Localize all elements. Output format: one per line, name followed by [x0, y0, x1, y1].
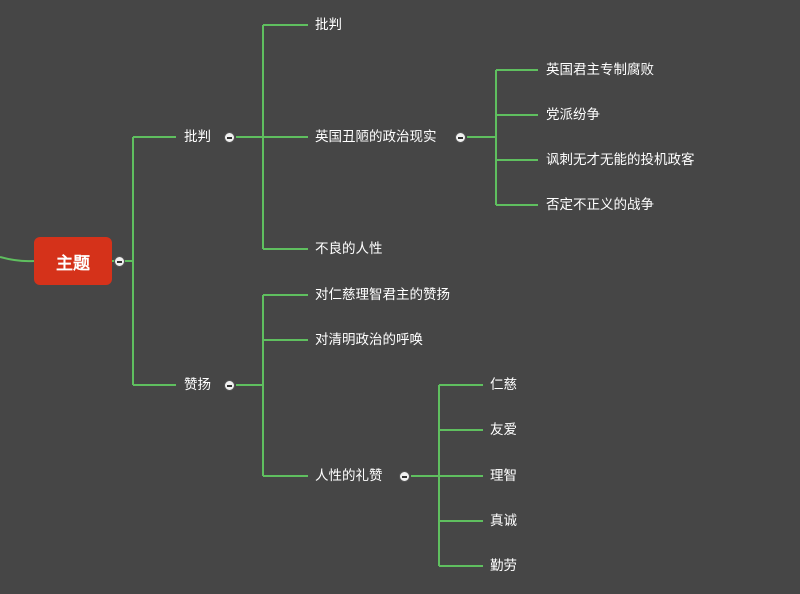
collapse-praise-icon[interactable] — [224, 380, 235, 391]
collapse-humanity-icon[interactable] — [399, 471, 410, 482]
node-critique-sub[interactable]: 批判 — [315, 17, 342, 33]
collapse-critique-icon[interactable] — [224, 132, 235, 143]
leaf-party-strife[interactable]: 党派纷争 — [546, 107, 600, 123]
collapse-ugly-politics-icon[interactable] — [455, 132, 466, 143]
branch-critique[interactable]: 批判 — [184, 129, 211, 145]
leaf-benevolence[interactable]: 仁慈 — [490, 377, 517, 393]
leaf-friendship[interactable]: 友爱 — [490, 422, 517, 438]
leaf-unjust-war[interactable]: 否定不正义的战争 — [546, 197, 654, 213]
collapse-root-icon[interactable] — [114, 256, 125, 267]
leaf-satire-politicians[interactable]: 讽刺无才无能的投机政客 — [546, 152, 695, 168]
leaf-sincerity[interactable]: 真诚 — [490, 513, 517, 529]
node-clean-politics[interactable]: 对清明政治的呼唤 — [315, 332, 423, 348]
node-bad-human-nature[interactable]: 不良的人性 — [315, 241, 383, 257]
branch-praise[interactable]: 赞扬 — [184, 377, 211, 393]
leaf-reason[interactable]: 理智 — [490, 468, 517, 484]
root-topic[interactable]: 主题 — [34, 237, 112, 285]
node-benevolent-monarch[interactable]: 对仁慈理智君主的赞扬 — [315, 287, 450, 303]
leaf-monarchy-corruption[interactable]: 英国君主专制腐败 — [546, 62, 654, 78]
node-humanity-praise[interactable]: 人性的礼赞 — [315, 468, 383, 484]
leaf-diligence[interactable]: 勤劳 — [490, 558, 517, 574]
node-ugly-politics[interactable]: 英国丑陋的政治现实 — [315, 129, 437, 145]
